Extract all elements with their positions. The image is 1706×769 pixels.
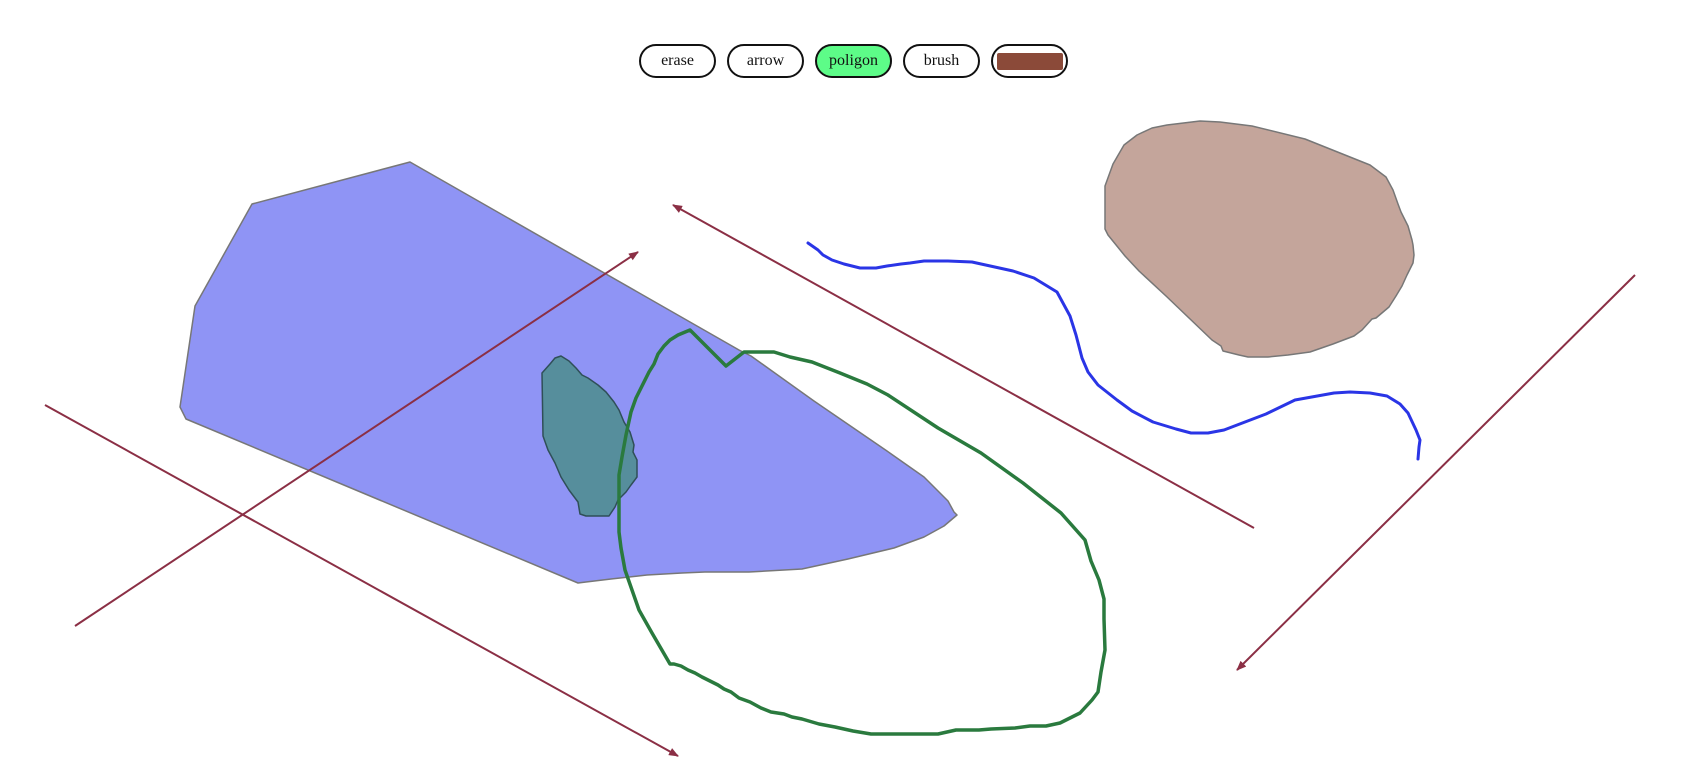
teal-blob[interactable] <box>541 355 638 517</box>
arrow-3[interactable] <box>672 204 1255 529</box>
arrow-4[interactable] <box>1236 274 1636 671</box>
toolbar: erase arrow poligon brush <box>639 44 1068 78</box>
color-swatch <box>996 52 1063 70</box>
arrow-tool-button[interactable]: arrow <box>727 44 804 78</box>
erase-tool-button[interactable]: erase <box>639 44 716 78</box>
color-picker-button[interactable] <box>991 44 1068 78</box>
poligon-tool-button[interactable]: poligon <box>815 44 892 78</box>
arrow-2[interactable] <box>44 404 679 757</box>
tan-blob[interactable] <box>1104 120 1415 358</box>
green-loop-stroke[interactable] <box>617 328 1107 736</box>
blue-curve-stroke[interactable] <box>806 241 1422 461</box>
brush-tool-button[interactable]: brush <box>903 44 980 78</box>
arrow-1[interactable] <box>74 251 639 627</box>
